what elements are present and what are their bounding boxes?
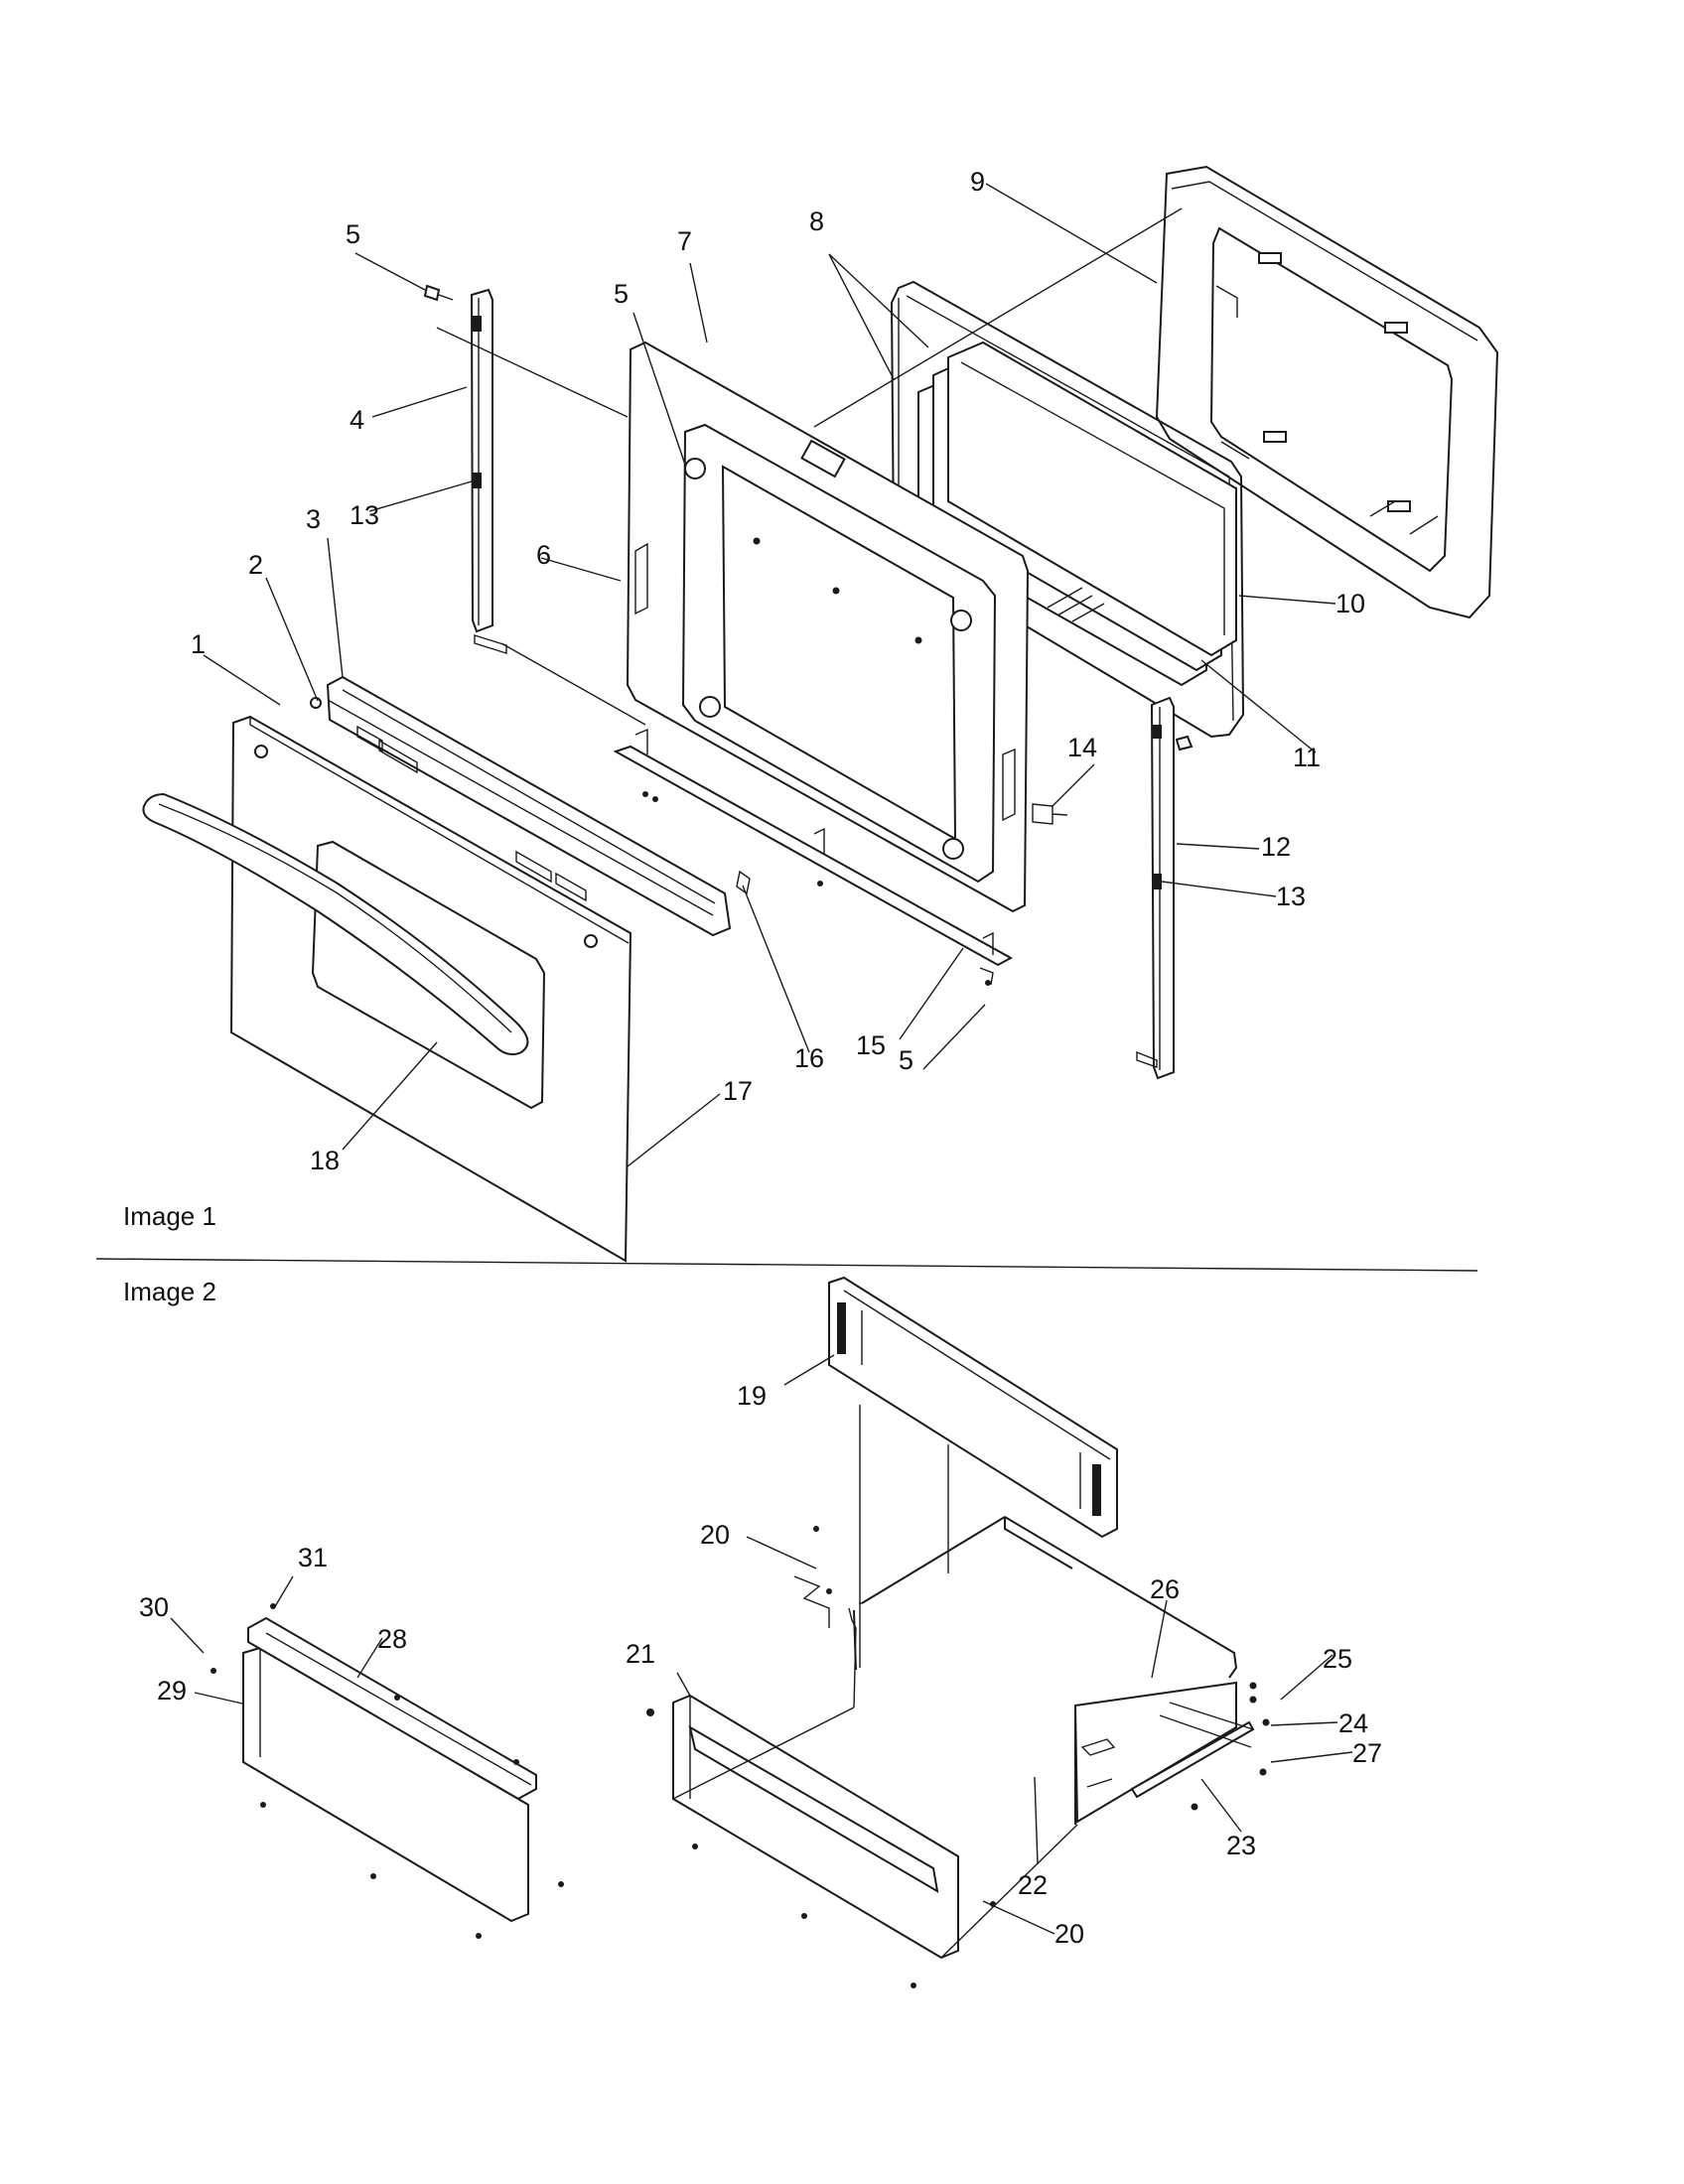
callout-13-left: 13 [350,500,379,530]
section-divider [95,1258,1478,1272]
callout-24: 24 [1338,1708,1368,1738]
callout-22: 22 [1018,1870,1048,1900]
callout-31: 31 [298,1543,328,1572]
small-hardware [310,284,1193,986]
callout-4: 4 [350,405,364,435]
callout-5-liner: 5 [614,279,629,309]
section-labels: Image 1 Image 2 [123,1201,216,1306]
callout-19: 19 [737,1381,767,1411]
part-inner-door-liner [626,341,1030,913]
part-bottom-door-bracket [613,728,1014,986]
leader-lines-image-2 [170,1354,1353,1935]
callout-20-bottom: 20 [1054,1919,1084,1949]
callout-16: 16 [794,1043,824,1073]
part-callouts: 1 2 3 4 5 5 5 6 7 8 9 10 11 12 13 13 14 … [139,167,1382,1949]
part-door-handle [142,792,529,1056]
callout-29: 29 [157,1676,187,1706]
callout-9: 9 [970,167,985,197]
callout-21: 21 [626,1639,655,1669]
image-1-oven-door-assembly [142,165,1499,1263]
callout-2: 2 [248,550,263,580]
callout-5-top-left: 5 [346,219,360,249]
image-2-drawer-assembly [95,1258,1478,1988]
callout-18: 18 [310,1146,340,1175]
callout-14: 14 [1067,733,1097,762]
callout-28: 28 [377,1624,407,1654]
part-drawer-body [793,1405,1255,1825]
part-window-glass-pack [917,341,1237,687]
callout-17: 17 [723,1076,753,1106]
callout-10: 10 [1335,589,1365,618]
callout-3: 3 [306,504,321,534]
callout-15: 15 [856,1030,886,1060]
callout-5-bottom: 5 [899,1045,913,1075]
callout-20-top: 20 [700,1520,730,1550]
part-storage-drawer-front [242,1616,537,1923]
callout-11: 11 [1293,743,1321,772]
part-right-hinge-channel [1136,696,1175,1080]
part-drawer-front-panel [672,1694,1078,1960]
section-label-image-2: Image 2 [123,1277,216,1306]
callout-26: 26 [1150,1574,1180,1604]
callout-13-right: 13 [1276,882,1306,911]
callout-25: 25 [1323,1644,1352,1674]
callout-6: 6 [536,540,551,570]
callout-30: 30 [139,1592,169,1622]
callout-23: 23 [1226,1831,1256,1860]
callout-1: 1 [191,629,206,659]
leader-lines-image-1 [203,183,1336,1167]
small-hardware-image-2 [210,1526,1270,1988]
section-label-image-1: Image 1 [123,1201,216,1231]
part-outer-door-frame [1155,165,1499,619]
callout-12: 12 [1261,832,1291,862]
callout-7: 7 [677,226,692,256]
callout-27: 27 [1352,1738,1382,1768]
callout-8: 8 [809,206,824,236]
part-drawer-back-panel [828,1276,1118,1539]
part-left-hinge-channel [470,288,507,654]
